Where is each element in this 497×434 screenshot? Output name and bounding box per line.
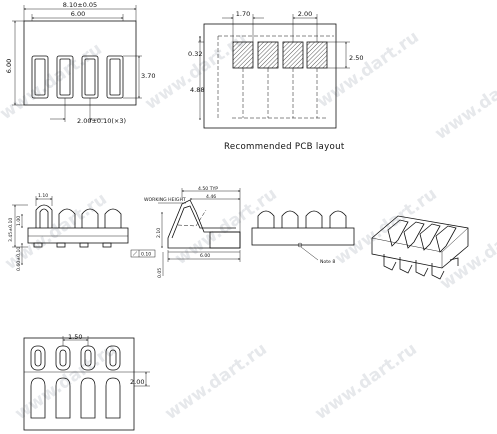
dim-overall-width: 8.10±0.05 xyxy=(63,1,97,9)
side-dim-inner: 4.46 xyxy=(206,194,216,200)
bottom-view-pads xyxy=(30,377,121,419)
top-view-contacts xyxy=(31,55,124,99)
watermark: www.dart.ru xyxy=(331,184,440,269)
front-view-base xyxy=(27,227,129,244)
bottom-view: 1.50 2.00 xyxy=(23,333,150,431)
side-dim-bend: 2.10 xyxy=(156,228,162,238)
dim-pad-length: 3.70 xyxy=(141,72,155,80)
watermark: www.dart.ru xyxy=(161,339,270,424)
bottom-dim-pad: 2.00 xyxy=(130,378,144,386)
bottom-view-body xyxy=(23,337,135,431)
pcb-outline xyxy=(203,23,337,129)
bottom-view-slots xyxy=(30,345,121,371)
pcb-dim-pad-height: 2.50 xyxy=(349,54,363,62)
iso-view-body xyxy=(371,215,469,269)
pcb-body-outline xyxy=(217,35,334,120)
dim-height: 6.00 xyxy=(5,59,13,73)
front-dim-left-lower: 0.60±0.10 xyxy=(16,247,22,271)
front-dim-left-top: 1.00 xyxy=(16,216,22,226)
end-view-note: Note 8 xyxy=(320,259,335,265)
front-dim-tip: 1.10 xyxy=(38,193,48,199)
dim-inner-width: 6.00 xyxy=(71,10,85,18)
flatness-callout: 0.10 xyxy=(130,249,156,258)
watermark: www.dart.ru xyxy=(431,59,497,144)
pcb-dim-small: 0.32 xyxy=(188,50,202,58)
side-dim-total: 4.50 TYP xyxy=(198,186,218,192)
watermark: www.dart.ru xyxy=(171,184,280,269)
iso-view xyxy=(371,215,469,280)
watermark: www.dart.ru xyxy=(436,209,497,294)
dim-pitch: 2.00±0.10(×3) xyxy=(77,117,126,125)
front-view: 1.10 3.45±0.10 1.00 0.60±0.10 xyxy=(8,193,129,271)
pcb-layout: 1.70 2.00 0.32 4.88 2.50 Recommended PCB… xyxy=(188,10,363,152)
front-view-feet xyxy=(33,242,112,248)
watermark-layer: www.dart.ru www.dart.ru www.dart.ru www.… xyxy=(0,27,497,424)
pcb-pads xyxy=(232,41,328,69)
pcb-dim-pitch: 2.00 xyxy=(298,10,312,18)
end-view-contacts xyxy=(257,210,347,228)
iso-view-feet xyxy=(383,254,459,280)
watermark: www.dart.ru xyxy=(313,27,422,112)
end-view: Note 8 xyxy=(251,210,355,265)
pcb-dim-pad-width: 1.70 xyxy=(236,10,250,18)
pcb-layout-caption: Recommended PCB layout xyxy=(224,142,345,152)
iso-view-contacts xyxy=(387,219,457,253)
end-view-body xyxy=(251,227,355,246)
front-dim-left-height: 3.45±0.10 xyxy=(8,218,14,242)
side-label-working: WORKING HEIGHT xyxy=(144,197,186,203)
pcb-dim-body: 4.88 xyxy=(190,86,204,94)
watermark: www.dart.ru xyxy=(311,339,420,424)
bottom-dim-pitch: 1.50 xyxy=(68,333,82,341)
side-view: 4.50 TYP 4.46 WORKING HEIGHT 2.10 6.00 0… xyxy=(130,186,241,278)
top-view: 8.10±0.05 6.00 6.00 3.70 2.00±0.10(×3) xyxy=(5,1,155,125)
side-dim-base: 6.00 xyxy=(200,253,210,259)
front-view-contacts xyxy=(35,204,122,228)
side-dim-offset: 0.05 xyxy=(157,268,163,278)
side-flatness: 0.10 xyxy=(141,252,151,258)
top-view-body xyxy=(23,20,137,106)
